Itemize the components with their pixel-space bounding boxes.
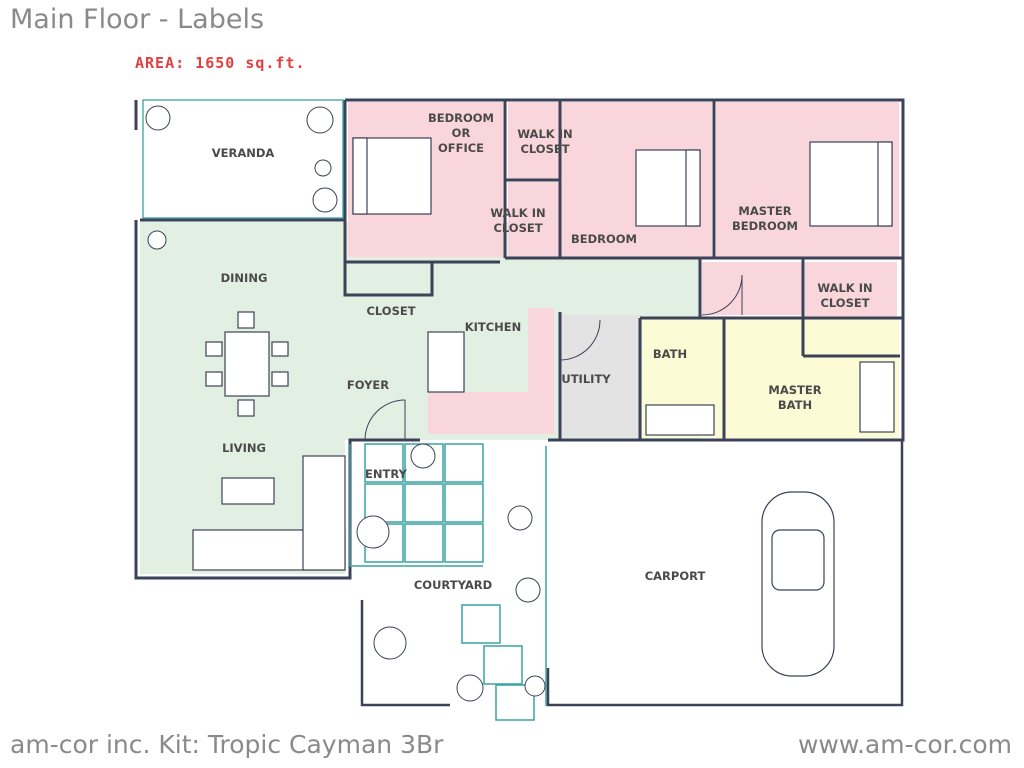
- bathtub: [645, 404, 715, 436]
- label-master-bath: MASTER: [768, 383, 821, 397]
- label-foyer: FOYER: [347, 378, 389, 392]
- label-living: LIVING: [222, 441, 266, 455]
- plant-icon: [507, 505, 533, 531]
- label-entry: ENTRY: [365, 467, 408, 481]
- doors: [364, 274, 743, 441]
- plant-icon: [314, 159, 332, 177]
- courtyard-walls: [360, 440, 904, 707]
- area-label: AREA: 1650 sq.ft.: [135, 54, 306, 72]
- plant-icon: [456, 674, 484, 702]
- label-master-bedroom: MASTER: [738, 204, 791, 218]
- kitchen-side-fill: [528, 308, 554, 432]
- label-bath: BATH: [653, 347, 687, 361]
- plant-icon: [410, 443, 436, 469]
- label-closet: CLOSET: [366, 304, 415, 318]
- plant-icon: [145, 105, 171, 131]
- kitchen-island: [427, 331, 465, 393]
- label-carport: CARPORT: [645, 569, 706, 583]
- svg-text:BEDROOM: BEDROOM: [732, 219, 798, 233]
- page-title: Main Floor - Labels: [10, 4, 265, 35]
- plant-icon: [306, 106, 334, 134]
- website-link[interactable]: www.am-cor.com: [797, 730, 1012, 759]
- hall-fill: [702, 262, 802, 315]
- plant-icon: [515, 577, 541, 603]
- svg-text:CLOSET: CLOSET: [493, 221, 542, 235]
- furniture: [192, 137, 895, 677]
- plant-icon: [312, 187, 338, 213]
- plant-icon: [373, 626, 407, 660]
- label-bedroom-office: BEDROOM: [428, 111, 494, 125]
- coffee-table: [221, 477, 275, 505]
- walk-in-a-fill: [508, 102, 562, 180]
- svg-text:OR: OR: [452, 126, 471, 140]
- svg-text:BATH: BATH: [778, 398, 812, 412]
- veranda-outline: [142, 99, 344, 219]
- plants: [145, 105, 546, 702]
- label-walk-in-b: WALK IN: [490, 206, 545, 220]
- company-kit-name: am-cor inc. Kit: Tropic Cayman 3Br: [10, 730, 444, 759]
- plant-icon: [356, 515, 390, 549]
- svg-text:OFFICE: OFFICE: [438, 141, 484, 155]
- label-dining: DINING: [221, 271, 268, 285]
- svg-text:CLOSET: CLOSET: [520, 142, 569, 156]
- label-courtyard: COURTYARD: [414, 578, 492, 592]
- label-walk-in-a: WALK IN: [517, 127, 572, 141]
- svg-text:CLOSET: CLOSET: [820, 296, 869, 310]
- label-bedroom: BEDROOM: [571, 232, 637, 246]
- label-utility: UTILITY: [561, 372, 611, 386]
- plant-icon: [524, 675, 546, 697]
- label-veranda: VERANDA: [212, 146, 275, 160]
- utility-fill: [560, 315, 642, 437]
- plant-icon: [147, 230, 167, 250]
- walls: [134, 98, 905, 580]
- walk-in-b-fill: [508, 182, 562, 257]
- label-kitchen: KITCHEN: [465, 320, 522, 334]
- room-labels: VERANDA BEDROOM OR OFFICE WALK IN CLOSET…: [212, 111, 873, 592]
- label-walk-in-c: WALK IN: [817, 281, 872, 295]
- master-tub: [859, 361, 895, 433]
- dining-table: [224, 331, 270, 397]
